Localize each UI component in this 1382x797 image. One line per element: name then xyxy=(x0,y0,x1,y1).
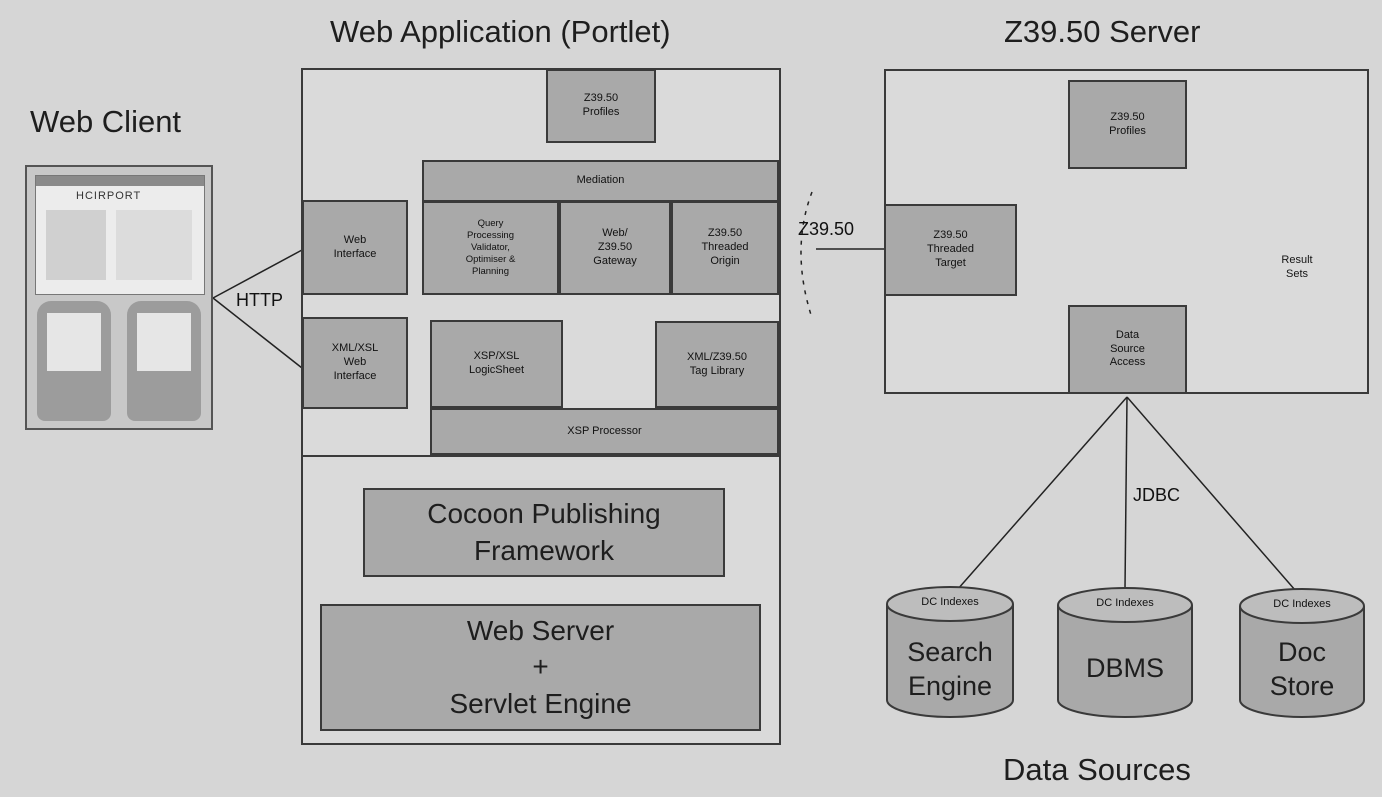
browser-titlebar xyxy=(36,176,204,186)
z3950-network-arc xyxy=(800,191,813,319)
server-profiles-box: Z39.50 Profiles xyxy=(1068,80,1187,169)
jdbc-line-search-engine xyxy=(949,396,1128,599)
search-engine-index-label: DC Indexes xyxy=(921,596,979,608)
mediation-box: Mediation xyxy=(422,160,779,202)
web-server-servlet-engine-box: Web Server + Servlet Engine xyxy=(320,604,761,731)
xml-z3950-tag-library-box: XML/Z39.50 Tag Library xyxy=(655,321,779,408)
z3950-protocol-label: Z39.50 xyxy=(798,219,855,239)
web-z3950-gateway-box: Web/ Z39.50 Gateway xyxy=(559,201,671,295)
jdbc-label: JDBC xyxy=(1133,485,1181,505)
doc-store-label: Doc Store xyxy=(1269,637,1335,701)
search-engine-label: Search Engine xyxy=(907,637,993,701)
jdbc-line-dbms xyxy=(1124,396,1128,589)
dbms-cylinder xyxy=(1057,587,1193,718)
result-sets-label: Result Sets xyxy=(1281,253,1313,280)
screenshot-banner: HCIRPORT xyxy=(76,190,142,202)
phone-screen-right xyxy=(137,313,191,371)
z3950-profiles-box: Z39.50 Profiles xyxy=(546,69,656,143)
phone-screen-left xyxy=(47,313,101,371)
doc-store-index-label: DC Indexes xyxy=(1273,598,1331,610)
web-app-divider xyxy=(301,455,781,457)
browser-window: HCIRPORT xyxy=(35,175,205,295)
xml-xsl-web-interface-box: XML/XSL Web Interface xyxy=(302,317,408,409)
http-line-to-xml-web-interface xyxy=(212,297,303,369)
browser-content-right xyxy=(116,210,192,280)
dbms-label: DBMS xyxy=(1085,653,1164,683)
xsp-xsl-logicsheet-box: XSP/XSL LogicSheet xyxy=(430,320,563,408)
dbms-index-label: DC Indexes xyxy=(1096,597,1154,609)
doc-store-cylinder xyxy=(1239,588,1365,718)
http-line-to-web-interface xyxy=(212,249,303,299)
phone-device-left xyxy=(37,301,111,421)
data-sources-title: Data Sources xyxy=(1003,752,1191,787)
web-client-screenshot: HCIRPORT xyxy=(25,165,213,430)
web-application-title: Web Application (Portlet) xyxy=(330,14,671,49)
http-label: HTTP xyxy=(236,290,283,310)
jdbc-line-doc-store xyxy=(1126,396,1303,599)
z3950-threaded-origin-box: Z39.50 Threaded Origin xyxy=(671,201,779,295)
z3950-server-title: Z39.50 Server xyxy=(1004,14,1201,49)
cocoon-publishing-framework-box: Cocoon Publishing Framework xyxy=(363,488,725,577)
z3950-threaded-target-box: Z39.50 Threaded Target xyxy=(884,204,1017,296)
xsp-processor-box: XSP Processor xyxy=(430,408,779,455)
query-processing-box: Query Processing Validator, Optimiser & … xyxy=(422,201,559,295)
browser-content-left xyxy=(46,210,106,280)
search-engine-cylinder xyxy=(886,586,1014,718)
web-interface-box: Web Interface xyxy=(302,200,408,295)
web-client-title: Web Client xyxy=(30,104,182,139)
phone-device-right xyxy=(127,301,201,421)
data-source-access-box: Data Source Access xyxy=(1068,305,1187,394)
